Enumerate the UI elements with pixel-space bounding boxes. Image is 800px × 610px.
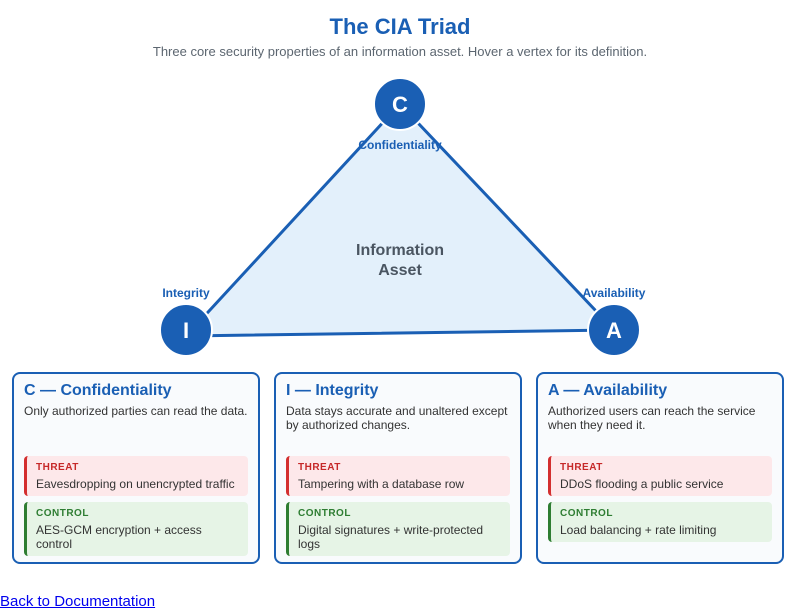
- center-label-line2: Asset: [378, 262, 422, 279]
- control-text: Load balancing + rate limiting: [560, 523, 717, 537]
- card-description: Only authorized parties can read the dat…: [24, 404, 248, 418]
- control-box: CONTROL Digital signatures + write-prote…: [286, 502, 510, 556]
- vertex-integrity[interactable]: I: [159, 303, 213, 357]
- cia-triangle-diagram: Information Asset C Confidentiality I In…: [159, 77, 646, 357]
- card-availability: A — Availability Authorized users can re…: [536, 372, 784, 564]
- page-subtitle: Three core security properties of an inf…: [152, 44, 648, 59]
- threat-text: Eavesdropping on unencrypted traffic: [36, 477, 235, 491]
- control-text: Digital signatures + write-protected log…: [298, 523, 484, 551]
- card-title: C — Confidentiality: [24, 382, 172, 399]
- control-box: CONTROL Load balancing + rate limiting: [548, 502, 772, 542]
- vertex-letter-c: C: [392, 92, 408, 117]
- control-label: CONTROL: [298, 508, 351, 519]
- threat-text: DDoS flooding a public service: [560, 477, 724, 491]
- control-box: CONTROL AES-GCM encryption + access cont…: [24, 502, 248, 556]
- control-label: CONTROL: [36, 508, 89, 519]
- card-description: Data stays accurate and unaltered except…: [286, 404, 508, 432]
- center-label-line1: Information: [356, 242, 444, 259]
- card-title: I — Integrity: [286, 382, 379, 399]
- triangle-shape: [184, 102, 616, 338]
- card-title: A — Availability: [548, 382, 668, 399]
- threat-box: THREAT Tampering with a database row: [286, 456, 510, 496]
- control-label: CONTROL: [560, 508, 613, 519]
- threat-label: THREAT: [298, 462, 341, 473]
- threat-box: THREAT Eavesdropping on unencrypted traf…: [24, 456, 248, 496]
- vertex-confidentiality[interactable]: C: [373, 77, 427, 131]
- threat-box: THREAT DDoS flooding a public service: [548, 456, 772, 496]
- vertex-letter-i: I: [183, 318, 189, 343]
- threat-label: THREAT: [36, 462, 79, 473]
- card-description: Authorized users can reach the service w…: [548, 404, 756, 432]
- threat-label: THREAT: [560, 462, 603, 473]
- vertex-label-confidentiality: Confidentiality: [358, 138, 442, 152]
- card-confidentiality: C — Confidentiality Only authorized part…: [12, 372, 260, 564]
- card-integrity: I — Integrity Data stays accurate and un…: [274, 372, 522, 564]
- vertex-availability[interactable]: A: [587, 303, 641, 357]
- control-text: AES-GCM encryption + access control: [36, 523, 202, 551]
- vertex-label-integrity: Integrity: [162, 286, 210, 300]
- vertex-letter-a: A: [606, 318, 622, 343]
- vertex-label-availability: Availability: [583, 286, 646, 300]
- page-title: The CIA Triad: [329, 14, 471, 39]
- threat-text: Tampering with a database row: [298, 477, 465, 491]
